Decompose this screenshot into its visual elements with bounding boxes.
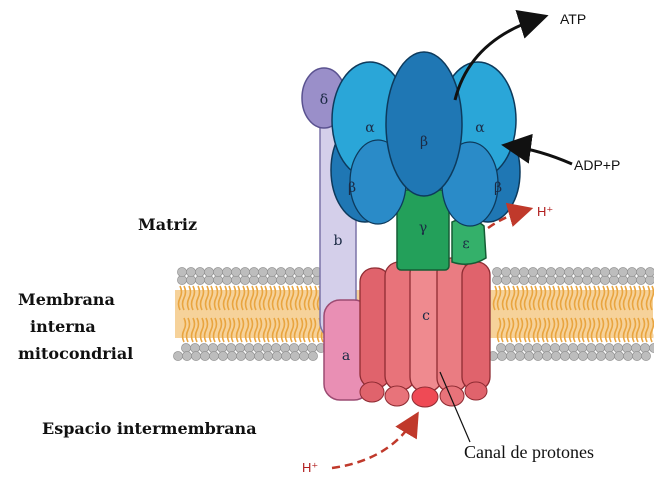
lipid-head	[623, 351, 632, 360]
label-matrix: Matriz	[138, 215, 197, 234]
lipid-head	[263, 351, 272, 360]
lipid-head	[636, 267, 645, 276]
lipid-head	[308, 351, 317, 360]
lipid-head	[587, 351, 596, 360]
lipid-head	[528, 267, 537, 276]
lipid-head	[605, 351, 614, 360]
label-intermembrane: Espacio intermembrana	[42, 419, 257, 438]
lipid-head	[195, 267, 204, 276]
lipid-head	[618, 267, 627, 276]
lipid-head	[519, 267, 528, 276]
label-hplus-top: H⁺	[537, 204, 553, 219]
lipid-head	[267, 267, 276, 276]
lipid-head	[245, 351, 254, 360]
lipid-head	[515, 351, 524, 360]
label-membrane-line3: mitocondrial	[18, 344, 133, 363]
label-a: a	[342, 348, 350, 364]
lipid-head	[501, 267, 510, 276]
lipid-head	[591, 267, 600, 276]
lipid-head	[542, 351, 551, 360]
lipid-head	[303, 267, 312, 276]
lipid-head	[497, 351, 506, 360]
lipid-head	[546, 267, 555, 276]
lipid-head	[627, 267, 636, 276]
lipid-head	[573, 267, 582, 276]
subunit-beta-center	[386, 52, 462, 196]
label-hplus-bottom: H⁺	[302, 460, 318, 475]
label-c: c	[422, 308, 430, 324]
lipid-head	[609, 267, 618, 276]
lipid-head	[560, 351, 569, 360]
lipid-head	[182, 351, 191, 360]
lipid-head	[272, 351, 281, 360]
lipid-head	[191, 351, 200, 360]
lipid-head	[506, 351, 515, 360]
lipid-head	[249, 267, 258, 276]
label-beta-center: β	[420, 134, 428, 150]
lipid-head	[240, 267, 249, 276]
lipid-head	[186, 267, 195, 276]
lipid-head	[294, 267, 303, 276]
label-atp: ATP	[560, 11, 586, 27]
lipid-head	[200, 351, 209, 360]
lipid-head	[524, 351, 533, 360]
lipid-head	[290, 351, 299, 360]
lipid-head	[173, 351, 182, 360]
lipid-head	[236, 351, 245, 360]
lipid-head	[281, 351, 290, 360]
lipid-head	[510, 267, 519, 276]
label-membrane-line1: Membrana	[18, 290, 115, 309]
lipid-head	[231, 267, 240, 276]
lipid-head	[614, 351, 623, 360]
lipid-head	[582, 267, 591, 276]
label-gamma: γ	[419, 220, 427, 236]
lipid-head	[596, 351, 605, 360]
label-beta-left: β	[348, 180, 356, 196]
label-adp: ADP+P	[574, 157, 620, 173]
lipid-head	[276, 267, 285, 276]
lipid-head	[492, 267, 501, 276]
label-beta-right: β	[494, 180, 502, 196]
lipid-head	[209, 351, 218, 360]
label-membrane-line2: interna	[30, 317, 96, 336]
label-b: b	[334, 233, 343, 249]
lipid-head	[641, 351, 650, 360]
label-proton-channel: Canal de protones	[464, 442, 594, 462]
lipid-head	[645, 267, 654, 276]
lipid-head	[551, 351, 560, 360]
lipid-head	[254, 351, 263, 360]
lipid-head	[533, 351, 542, 360]
c-ring: c	[360, 258, 490, 407]
lipid-head	[285, 267, 294, 276]
lipid-head	[555, 267, 564, 276]
label-epsilon: ε	[462, 236, 469, 252]
proton-arrow-bottom	[332, 418, 415, 468]
lipid-head	[537, 267, 546, 276]
lipid-head	[649, 343, 654, 352]
lipid-head	[600, 267, 609, 276]
label-alpha-left: α	[365, 120, 375, 136]
lipid-head	[299, 351, 308, 360]
lipid-head	[578, 351, 587, 360]
label-delta: δ	[320, 92, 328, 108]
lipid-head	[204, 267, 213, 276]
lipid-head	[258, 267, 267, 276]
lipid-head	[222, 267, 231, 276]
lipid-head	[218, 351, 227, 360]
lipid-head	[227, 351, 236, 360]
lipid-head	[213, 267, 222, 276]
lipid-head	[177, 267, 186, 276]
lipid-head	[564, 267, 573, 276]
label-alpha-right: α	[475, 120, 485, 136]
lipid-head	[569, 351, 578, 360]
lipid-head	[632, 351, 641, 360]
